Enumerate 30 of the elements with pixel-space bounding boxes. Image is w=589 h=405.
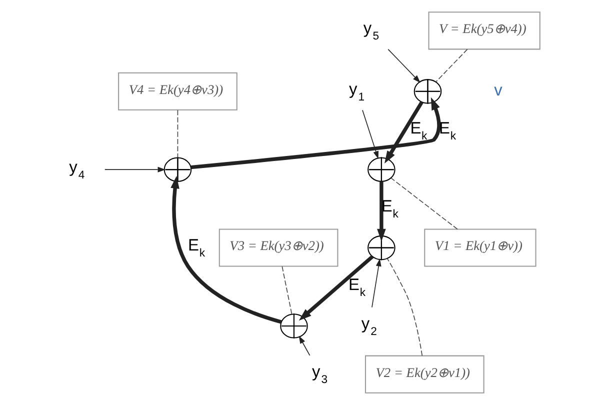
arrow [190,97,441,170]
node-box: V3 = Ek(y3⊕v2)) [218,228,338,267]
node-text: y$_{1}$ [349,80,365,104]
edge-label: E$_{k}$ [188,236,205,260]
arrow [104,166,166,172]
node-box: V1 = Ek(y1⊕v)) [424,228,536,267]
connector [386,258,423,356]
node-box: V4 = Ek(y4⊕v3)) [118,72,238,110]
arrow [298,336,310,356]
edge-label: E$_{k}$ [439,119,456,142]
node-text: y$_{2}$ [361,314,377,338]
connector [435,48,468,82]
node-box: V = Ek(y5⊕v4)) [428,12,540,50]
node-box: V2 = Ek(y2⊕v1)) [364,355,484,394]
connector [282,266,292,315]
arrow [377,182,386,242]
node-text: y$_{3}$ [312,363,328,386]
arrow [372,258,382,308]
edge-label: E$_{k}$ [410,119,428,142]
connector [390,178,458,230]
arrow [384,101,424,164]
node-text: y$_{4}$ [69,158,85,182]
arrow [362,110,379,159]
node-text: y$_{5}$ [363,20,379,43]
label: v [494,81,502,100]
arrow [170,176,282,324]
connector [177,110,178,158]
edge-label: E$_{k}$ [348,276,366,299]
arrow [388,48,420,83]
arrow [298,255,374,321]
